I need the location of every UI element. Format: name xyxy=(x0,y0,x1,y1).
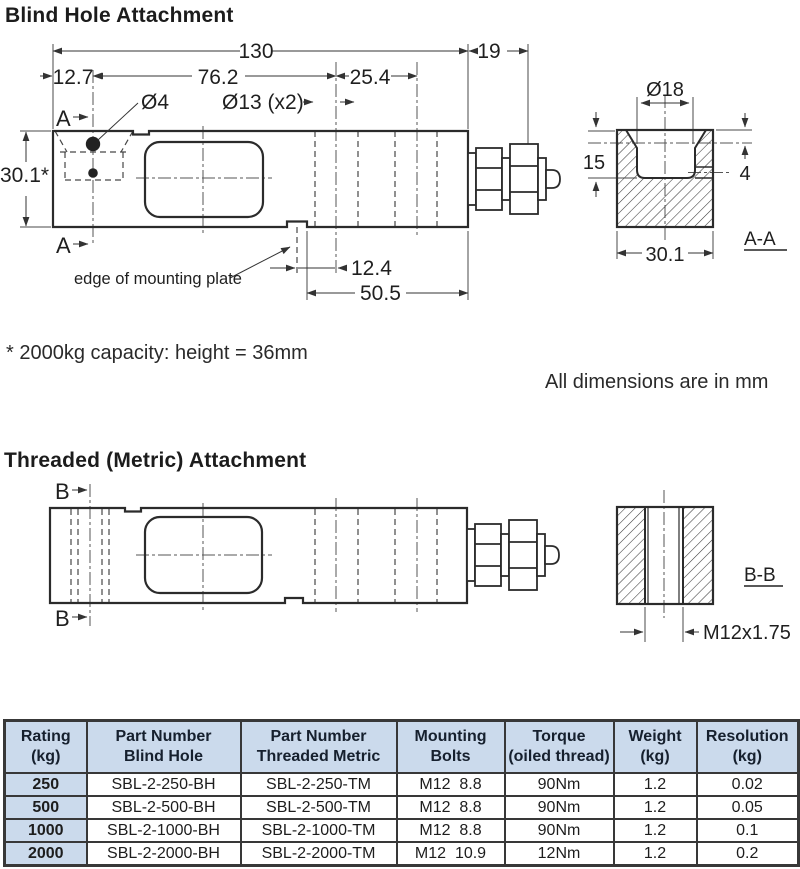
body-outline xyxy=(51,129,470,229)
cell-rating: 2000 xyxy=(3,841,88,867)
threaded-drawing: B B B-B M12x1.75 xyxy=(48,479,791,644)
cell-weight: 1.2 xyxy=(612,841,698,867)
cell-pn-blind: SBL-2-1000-BH xyxy=(85,818,242,843)
cell-pn-threaded: SBL-2-250-TM xyxy=(239,772,398,797)
section-b-top: B xyxy=(55,479,70,504)
capacity-note: * 2000kg capacity: height = 36mm xyxy=(6,342,308,364)
table-row: 1000 SBL-2-1000-BH SBL-2-1000-TM M12 8.8… xyxy=(3,818,800,843)
cell-pn-threaded: SBL-2-1000-TM xyxy=(239,818,398,843)
cell-pn-threaded: SBL-2-2000-TM xyxy=(239,841,398,867)
units-note: All dimensions are in mm xyxy=(545,371,769,393)
threaded-title: Threaded (Metric) Attachment xyxy=(4,449,307,472)
cell-rating: 250 xyxy=(3,772,88,797)
table-row: 500 SBL-2-500-BH SBL-2-500-TM M12 8.8 90… xyxy=(3,795,800,820)
center-lines xyxy=(89,484,665,626)
section-bb-view xyxy=(615,505,715,606)
table-row: 250 SBL-2-250-BH SBL-2-250-TM M12 8.8 90… xyxy=(3,772,800,797)
cell-pn-blind: SBL-2-500-BH xyxy=(85,795,242,820)
dim-25-4: 25.4 xyxy=(350,66,391,89)
section-bb-label: B-B xyxy=(744,565,776,586)
section-b-bottom: B xyxy=(55,606,70,631)
cell-weight: 1.2 xyxy=(612,818,698,843)
blind-hole-drawing: 130 19 12.7 76.2 25.4 Ø4 Ø13 (x2) A A 30… xyxy=(0,40,787,305)
dia-13-label: Ø13 (x2) xyxy=(222,91,304,114)
cell-bolts: M12 8.8 xyxy=(395,795,506,820)
dimension-lines xyxy=(22,47,787,297)
dia-4-label: Ø4 xyxy=(141,91,169,114)
cell-torque: 90Nm xyxy=(503,795,615,820)
dim-30-1-height: 30.1* xyxy=(0,164,49,187)
cell-resolution: 0.2 xyxy=(695,841,800,867)
edge-of-mounting-plate-label: edge of mounting plate xyxy=(74,270,242,288)
header-resolution: Resolution(kg) xyxy=(695,719,800,774)
cell-rating: 500 xyxy=(3,795,88,820)
dim-15: 15 xyxy=(583,152,605,174)
section-a-bottom: A xyxy=(56,233,71,258)
cell-resolution: 0.1 xyxy=(695,818,800,843)
blind-hole-title: Blind Hole Attachment xyxy=(5,4,234,27)
dim-30-1-width: 30.1 xyxy=(646,244,685,266)
cell-bolts: M12 8.8 xyxy=(395,818,506,843)
cell-weight: 1.2 xyxy=(612,795,698,820)
header-rating: Rating(kg) xyxy=(3,719,88,774)
section-aa-label: A-A xyxy=(744,229,776,250)
header-weight: Weight(kg) xyxy=(612,719,698,774)
hidden-lines xyxy=(54,130,438,273)
cell-torque: 90Nm xyxy=(503,772,615,797)
section-a-top: A xyxy=(56,106,71,131)
cell-pn-threaded: SBL-2-500-TM xyxy=(239,795,398,820)
cell-torque: 90Nm xyxy=(503,818,615,843)
thread-spec-label: M12x1.75 xyxy=(703,622,791,644)
dim-12-4: 12.4 xyxy=(351,257,392,280)
dim-50-5: 50.5 xyxy=(360,282,401,305)
cell-pn-blind: SBL-2-2000-BH xyxy=(85,841,242,867)
cell-resolution: 0.02 xyxy=(695,772,800,797)
body-outline xyxy=(48,506,469,605)
dimension-lines xyxy=(72,486,783,636)
blind-hole-markers xyxy=(85,136,101,178)
cell-bolts: M12 10.9 xyxy=(395,841,506,867)
header-torque: Torque(oiled thread) xyxy=(503,719,615,774)
cable-gland xyxy=(467,143,561,215)
cell-weight: 1.2 xyxy=(612,772,698,797)
dim-4: 4 xyxy=(739,163,750,185)
extension-lines xyxy=(644,607,684,642)
dim-19: 19 xyxy=(477,40,500,63)
cable-gland xyxy=(466,519,560,591)
dim-dia-18: Ø18 xyxy=(646,79,684,101)
cell-resolution: 0.05 xyxy=(695,795,800,820)
table-row: 2000 SBL-2-2000-BH SBL-2-2000-TM M12 10.… xyxy=(3,841,800,867)
dim-76-2: 76.2 xyxy=(198,66,239,89)
cell-bolts: M12 8.8 xyxy=(395,772,506,797)
cell-torque: 12Nm xyxy=(503,841,615,867)
dim-130: 130 xyxy=(238,40,273,63)
section-aa-view xyxy=(615,128,715,229)
cell-rating: 1000 xyxy=(3,818,88,843)
dim-12-7: 12.7 xyxy=(53,66,94,89)
cell-pn-blind: SBL-2-250-BH xyxy=(85,772,242,797)
